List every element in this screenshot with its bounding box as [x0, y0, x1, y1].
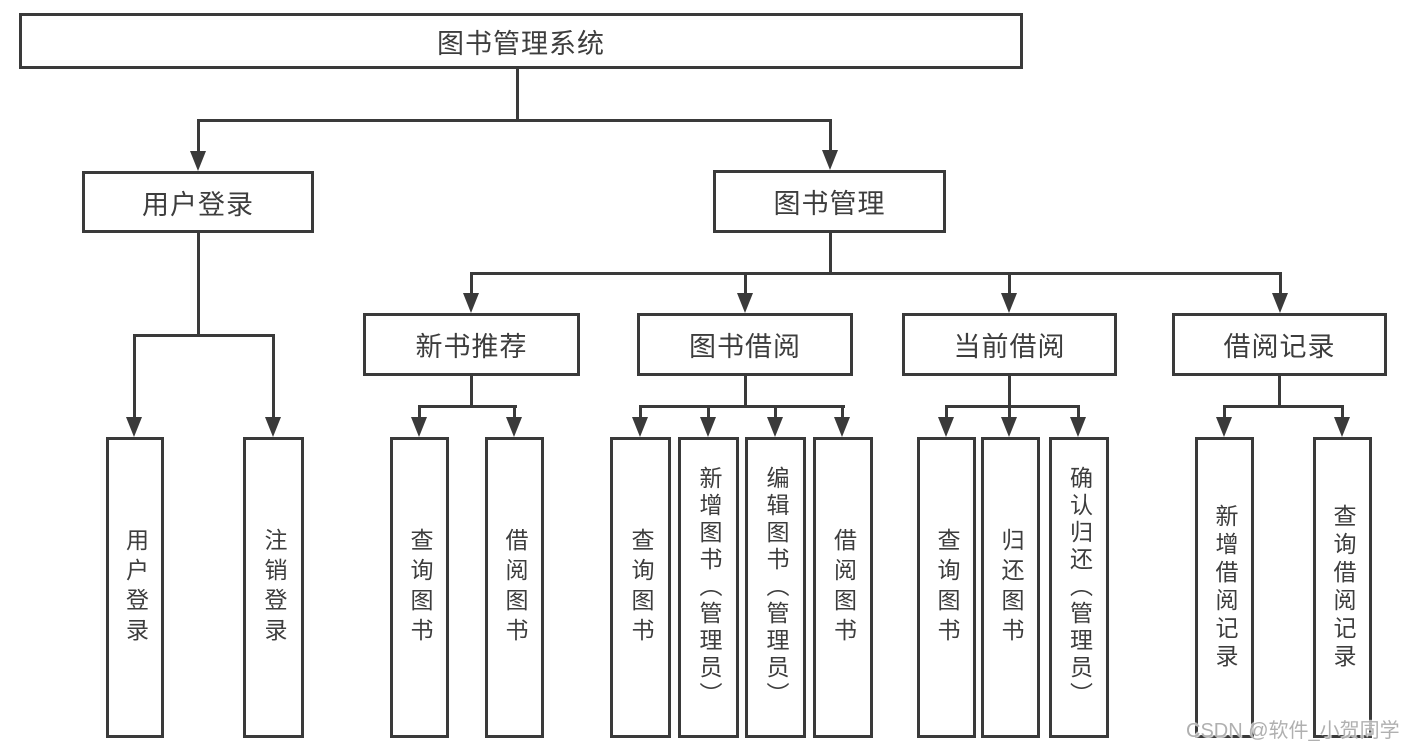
connector-userlogin-drop-2 — [272, 334, 275, 419]
connector-records-hbar — [1223, 405, 1344, 408]
leaf-add-book-label: 新增图书（管理员） — [696, 466, 722, 709]
node-user-login: 用户登录 — [82, 171, 314, 233]
arrow-down-icon — [1334, 417, 1350, 437]
connector-bookmgmt-drop-4 — [1279, 272, 1282, 296]
connector-current-hbar — [945, 405, 1080, 408]
connector-root-hbar — [197, 119, 832, 122]
connector-current-drop-3 — [1077, 405, 1080, 420]
leaf-query-book-b-label: 查询图书 — [628, 527, 654, 648]
arrow-down-icon — [1001, 293, 1017, 313]
connector-newbook-drop-1 — [418, 405, 421, 420]
node-current-borrow: 当前借阅 — [902, 313, 1117, 376]
leaf-add-book: 新增图书（管理员） — [678, 437, 739, 738]
leaf-logout-label: 注销登录 — [261, 527, 287, 648]
leaf-borrow-book-a-label: 借阅图书 — [502, 527, 528, 648]
leaf-borrow-book-b: 借阅图书 — [813, 437, 873, 738]
connector-root-stem — [516, 69, 519, 122]
leaf-return-book: 归还图书 — [981, 437, 1040, 738]
node-borrow-records: 借阅记录 — [1172, 313, 1387, 376]
leaf-query-book-c-label: 查询图书 — [934, 527, 960, 648]
node-new-book-rec: 新书推荐 — [363, 313, 580, 376]
connector-bookmgmt-stem — [829, 233, 832, 274]
arrow-down-icon — [265, 417, 281, 437]
leaf-query-borrow-record-label: 查询借阅记录 — [1330, 503, 1356, 672]
connector-newbook-drop-2 — [513, 405, 516, 420]
connector-current-drop-1 — [945, 405, 948, 420]
leaf-edit-book: 编辑图书（管理员） — [745, 437, 806, 738]
arrow-down-icon — [822, 150, 838, 170]
leaf-borrow-book-b-label: 借阅图书 — [830, 527, 857, 648]
connector-userlogin-drop-1 — [133, 334, 136, 419]
leaf-user-login-label: 用户登录 — [122, 527, 149, 648]
leaf-user-login: 用户登录 — [106, 437, 164, 738]
connector-root-drop-left — [197, 119, 200, 155]
leaf-query-book-c: 查询图书 — [917, 437, 976, 738]
leaf-add-borrow-record-label: 新增借阅记录 — [1212, 503, 1238, 672]
leaf-confirm-return-label: 确认归还（管理员） — [1066, 466, 1093, 709]
connector-records-stem — [1278, 376, 1281, 408]
leaf-query-book-a-label: 查询图书 — [407, 527, 433, 648]
arrow-down-icon — [632, 417, 648, 437]
leaf-edit-book-label: 编辑图书（管理员） — [763, 466, 789, 709]
arrow-down-icon — [1272, 293, 1288, 313]
connector-current-drop-2 — [1008, 405, 1011, 420]
leaf-confirm-return: 确认归还（管理员） — [1049, 437, 1109, 738]
connector-userlogin-hbar — [133, 334, 275, 337]
connector-current-stem — [1008, 376, 1011, 408]
arrow-down-icon — [938, 417, 954, 437]
arrow-down-icon — [126, 417, 142, 437]
arrow-down-icon — [834, 417, 850, 437]
arrow-down-icon — [463, 293, 479, 313]
leaf-borrow-book-a: 借阅图书 — [485, 437, 544, 738]
arrow-down-icon — [1070, 417, 1086, 437]
connector-borrow-drop-1 — [639, 405, 642, 420]
arrow-down-icon — [190, 151, 206, 171]
connector-newbook-hbar — [418, 405, 517, 408]
connector-bookmgmt-drop-2 — [744, 272, 747, 296]
arrow-down-icon — [1001, 417, 1017, 437]
connector-newbook-stem — [470, 376, 473, 408]
arrow-down-icon — [767, 417, 783, 437]
arrow-down-icon — [700, 417, 716, 437]
leaf-query-book-a: 查询图书 — [390, 437, 449, 738]
connector-root-drop-right — [829, 119, 832, 155]
connector-borrow-drop-4 — [841, 405, 844, 420]
watermark: CSDN @软件_小贺同学 — [1186, 720, 1400, 742]
leaf-query-book-b: 查询图书 — [610, 437, 671, 738]
leaf-query-borrow-record: 查询借阅记录 — [1313, 437, 1372, 738]
node-root: 图书管理系统 — [19, 13, 1023, 69]
node-book-borrow: 图书借阅 — [637, 313, 853, 376]
arrow-down-icon — [1216, 417, 1232, 437]
connector-userlogin-stem — [197, 233, 200, 336]
leaf-add-borrow-record: 新增借阅记录 — [1195, 437, 1254, 738]
connector-records-drop-1 — [1223, 405, 1226, 420]
arrow-down-icon — [737, 293, 753, 313]
arrow-down-icon — [411, 417, 427, 437]
connector-borrow-hbar — [639, 405, 845, 408]
connector-borrow-drop-2 — [707, 405, 710, 420]
connector-bookmgmt-drop-3 — [1008, 272, 1011, 296]
leaf-return-book-label: 归还图书 — [998, 527, 1024, 648]
connector-bookmgmt-hbar — [470, 272, 1282, 275]
connector-borrow-stem — [744, 376, 747, 408]
leaf-logout: 注销登录 — [243, 437, 304, 738]
connector-bookmgmt-drop-1 — [470, 272, 473, 296]
connector-borrow-drop-3 — [774, 405, 777, 420]
arrow-down-icon — [506, 417, 522, 437]
connector-records-drop-2 — [1341, 405, 1344, 420]
node-book-mgmt: 图书管理 — [713, 170, 946, 233]
